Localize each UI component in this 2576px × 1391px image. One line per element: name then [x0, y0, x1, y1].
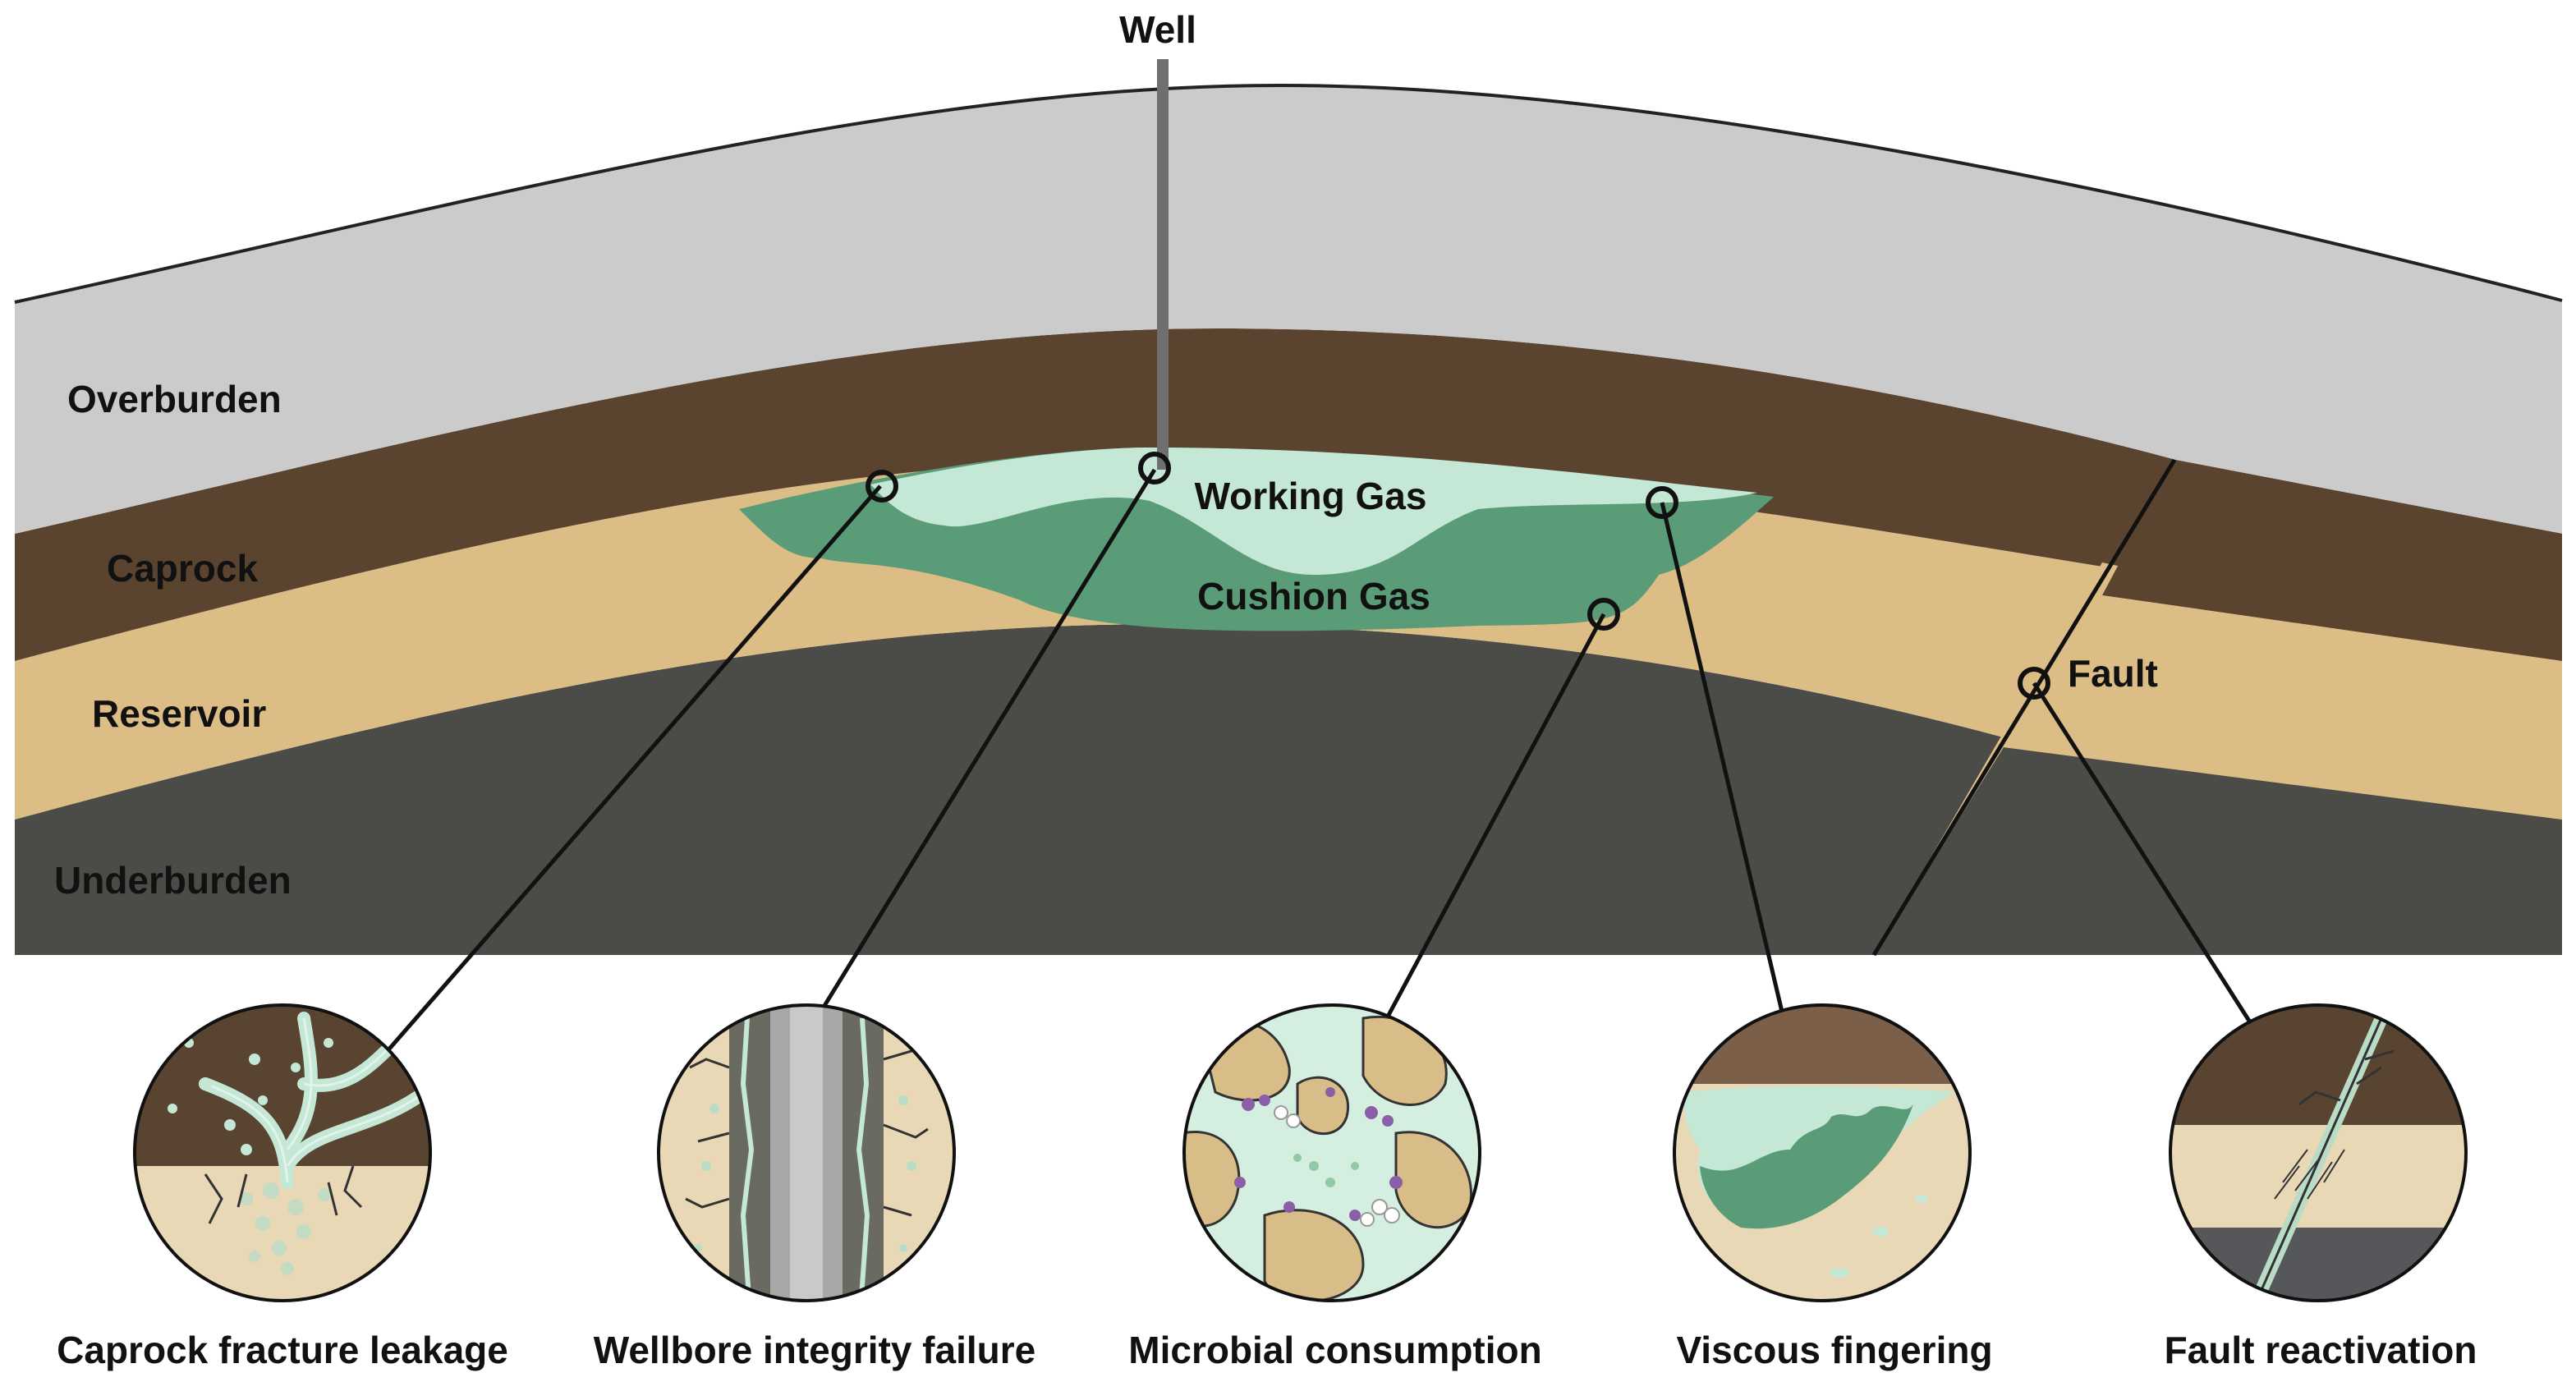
inset-caprock-fracture [133, 1003, 432, 1302]
marker-well [1138, 452, 1171, 484]
caption-microbial: Microbial consumption [1128, 1329, 1541, 1371]
inset-viscous-fingering [1673, 1003, 1972, 1302]
label-overburden: Overburden [67, 378, 282, 420]
fault-block-right-caprock-top [2102, 460, 2562, 661]
fault-block-right-reservoir2 [2004, 595, 2562, 819]
label-fault: Fault [2068, 652, 2158, 695]
connector-microbial [1385, 613, 1606, 1018]
label-reservoir: Reservoir [92, 692, 266, 735]
marker-caprock [866, 470, 898, 503]
inset-fault-reactivation [2169, 1003, 2468, 1302]
label-well: Well [1119, 8, 1196, 51]
caprock-layer [15, 328, 2562, 661]
connector-viscous [1660, 502, 1784, 1012]
fault-block-right-underburden [1874, 747, 2562, 955]
marker-viscous [1646, 486, 1678, 519]
overburden-top-line [14, 83, 2563, 304]
inset-wellbore-integrity [657, 1003, 956, 1302]
connector-wellbore [820, 468, 1157, 1010]
inset-microbial [1182, 1003, 1481, 1302]
reservoir-layer [15, 460, 2562, 819]
well-pipe [1157, 59, 1169, 470]
label-caprock: Caprock [107, 547, 258, 590]
connector-fault [2032, 682, 2254, 1026]
label-underburden: Underburden [54, 859, 292, 902]
label-cushion-gas: Cushion Gas [1197, 575, 1430, 617]
caption-fault-reactivation: Fault reactivation [2165, 1329, 2477, 1371]
caption-caprock-fracture: Caprock fracture leakage [57, 1329, 508, 1371]
marker-microbial [1587, 598, 1620, 631]
label-working-gas: Working Gas [1195, 475, 1427, 517]
overburden-layer [15, 85, 2562, 534]
working-gas [870, 448, 1757, 575]
marker-fault [2018, 667, 2050, 700]
connector-caprock [384, 484, 882, 1054]
caption-viscous-fingering: Viscous fingering [1676, 1329, 1992, 1371]
caption-wellbore-integrity: Wellbore integrity failure [594, 1329, 1035, 1371]
fault-line [1871, 458, 2177, 957]
